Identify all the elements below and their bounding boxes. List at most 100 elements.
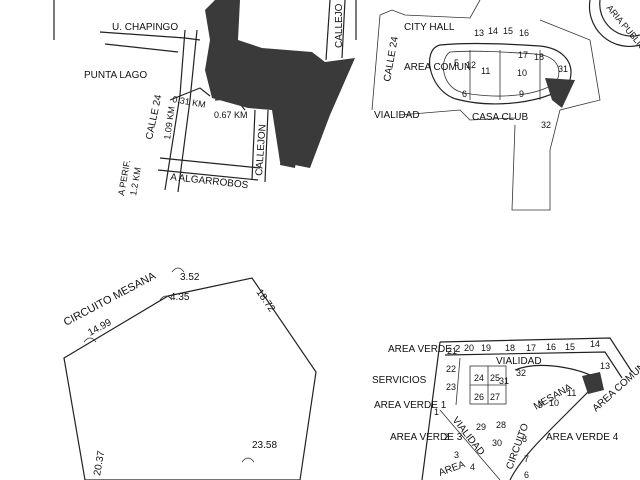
lot-number: 25 bbox=[490, 373, 500, 383]
lot-number: 4 bbox=[470, 462, 475, 472]
road-callejon bbox=[251, 109, 256, 181]
lot-number: 18 bbox=[534, 52, 544, 62]
lot-number: 9 bbox=[519, 89, 524, 99]
lot-number: 5 bbox=[454, 58, 459, 68]
label-area-comun: AREA COMUN bbox=[404, 62, 471, 73]
label-area-verde-3: AREA VERDE 3 bbox=[390, 432, 463, 443]
lot-number: 22 bbox=[446, 364, 456, 374]
lot-number: 15 bbox=[565, 342, 575, 352]
location-map: U. CHAPINGO PUNTA LAGO CALLE 24 0.31 KM … bbox=[53, 0, 357, 197]
label-city-hall: CITY HALL bbox=[404, 22, 455, 33]
label-calle-24: CALLE 24 bbox=[144, 93, 164, 140]
lot-number: 1 bbox=[434, 407, 439, 417]
arc-mark bbox=[159, 295, 173, 301]
road-callejon bbox=[325, 0, 331, 61]
lot-number: 11 bbox=[481, 66, 490, 76]
label-callejon: CALLEJO bbox=[334, 3, 345, 48]
label-area-verde-1: AREA VERDE 1 bbox=[374, 400, 447, 411]
measure-2037: 20.37 bbox=[92, 450, 107, 477]
lot-number: 16 bbox=[546, 342, 556, 352]
label-distance: 1.2 KM bbox=[128, 167, 143, 197]
lot-number: 31 bbox=[558, 64, 568, 74]
label-punta-lago: PUNTA LAGO bbox=[84, 70, 147, 81]
boundary-line bbox=[379, 0, 481, 19]
road-line bbox=[104, 43, 179, 53]
subdivision-plan-map: AREA VERDE 2 VIALIDAD SERVICIOS AREA VER… bbox=[372, 337, 640, 480]
lot-number: 30 bbox=[492, 438, 502, 448]
lot-number: 6 bbox=[462, 89, 467, 99]
label-vialidad: VIALIDAD bbox=[374, 110, 420, 121]
measure-1499: 14.99 bbox=[86, 317, 114, 339]
lot-number: 20 bbox=[464, 343, 474, 353]
label-distance: 1.09 KM bbox=[162, 106, 177, 141]
road-line bbox=[399, 109, 516, 121]
label-city-hall-text: CITY HALL bbox=[404, 22, 455, 33]
road-calle-24 bbox=[164, 29, 186, 191]
label-vialidad-top: VIALIDAD bbox=[496, 356, 542, 367]
lot-number: 10 bbox=[517, 68, 527, 78]
lot-number: 13 bbox=[474, 28, 484, 38]
label-distance: 0.67 KM bbox=[214, 110, 248, 120]
lot-number: 16 bbox=[519, 28, 529, 38]
lot-number: 32 bbox=[516, 368, 526, 378]
dark-parcel bbox=[545, 78, 575, 108]
lot-number: 29 bbox=[476, 422, 486, 432]
measure-2358: 23.58 bbox=[252, 440, 277, 451]
seal-arc bbox=[599, 0, 640, 37]
lot-number: 8 bbox=[522, 434, 527, 444]
boundary-line bbox=[511, 19, 601, 211]
lot-number: 12 bbox=[466, 60, 476, 70]
road-line bbox=[157, 169, 259, 181]
label-u-chapingo: U. CHAPINGO bbox=[112, 22, 178, 33]
boundary-line bbox=[421, 341, 441, 480]
label-callejon: CALLEJON bbox=[254, 124, 269, 176]
lot-number: 18 bbox=[505, 343, 515, 353]
lot-number: 14 bbox=[590, 339, 600, 349]
arc-mark bbox=[241, 457, 255, 463]
lot-number: 24 bbox=[474, 373, 484, 383]
road-callejon bbox=[341, 0, 346, 59]
label-casa-club: CASA CLUB bbox=[472, 112, 528, 123]
road-loop-inner bbox=[443, 50, 560, 97]
lot-number: 7 bbox=[524, 454, 529, 464]
label-servicios: SERVICIOS bbox=[372, 375, 427, 386]
lot-number: 3 bbox=[454, 450, 459, 460]
measure-435: 4.35 bbox=[170, 292, 190, 303]
dark-parcel bbox=[280, 130, 300, 168]
lot-divider bbox=[455, 357, 461, 406]
lot-boundary bbox=[63, 277, 317, 480]
lot-number: 2 bbox=[444, 432, 449, 442]
arc-mark bbox=[83, 337, 97, 343]
development-plan-map: ARIA PUBLIC CITY HALL CALLE 24 AREA COMU… bbox=[371, 0, 640, 211]
label-area-verde-4: AREA VERDE 4 bbox=[546, 432, 619, 443]
lot-number: 6 bbox=[524, 470, 529, 480]
arc-mark bbox=[171, 267, 185, 273]
seal-arc bbox=[588, 0, 640, 48]
label-area-partial: AREA bbox=[437, 459, 467, 479]
lot-number: 19 bbox=[481, 343, 491, 353]
label-calle-24: CALLE 24 bbox=[382, 35, 401, 82]
lot-number: 13 bbox=[600, 361, 610, 371]
boundary-line bbox=[444, 351, 623, 379]
lot-number: 11 bbox=[567, 388, 576, 398]
measure-352: 3.52 bbox=[180, 272, 200, 283]
dark-parcel bbox=[582, 372, 604, 394]
lot-number: 32 bbox=[541, 120, 551, 130]
boundary-line bbox=[371, 14, 381, 111]
lot-number: 17 bbox=[526, 343, 536, 353]
lot-survey-map: CIRCUITO MESANA 3.52 4.35 18.72 14.99 20… bbox=[62, 267, 317, 480]
lot-number: 17 bbox=[518, 50, 528, 60]
road-line bbox=[169, 87, 211, 101]
road-callejon bbox=[264, 109, 269, 183]
lot-number: 21 bbox=[447, 346, 457, 356]
top-row-lot-numbers: 21 20 19 18 17 16 15 14 bbox=[447, 339, 600, 356]
road-line bbox=[159, 157, 261, 169]
road-vialidad bbox=[439, 409, 501, 480]
dark-parcel bbox=[205, 0, 355, 168]
label-circuito-mesana: CIRCUITO MESANA bbox=[62, 270, 159, 329]
lot-number: 31 bbox=[499, 376, 509, 386]
lot-number: 26 bbox=[474, 392, 484, 402]
